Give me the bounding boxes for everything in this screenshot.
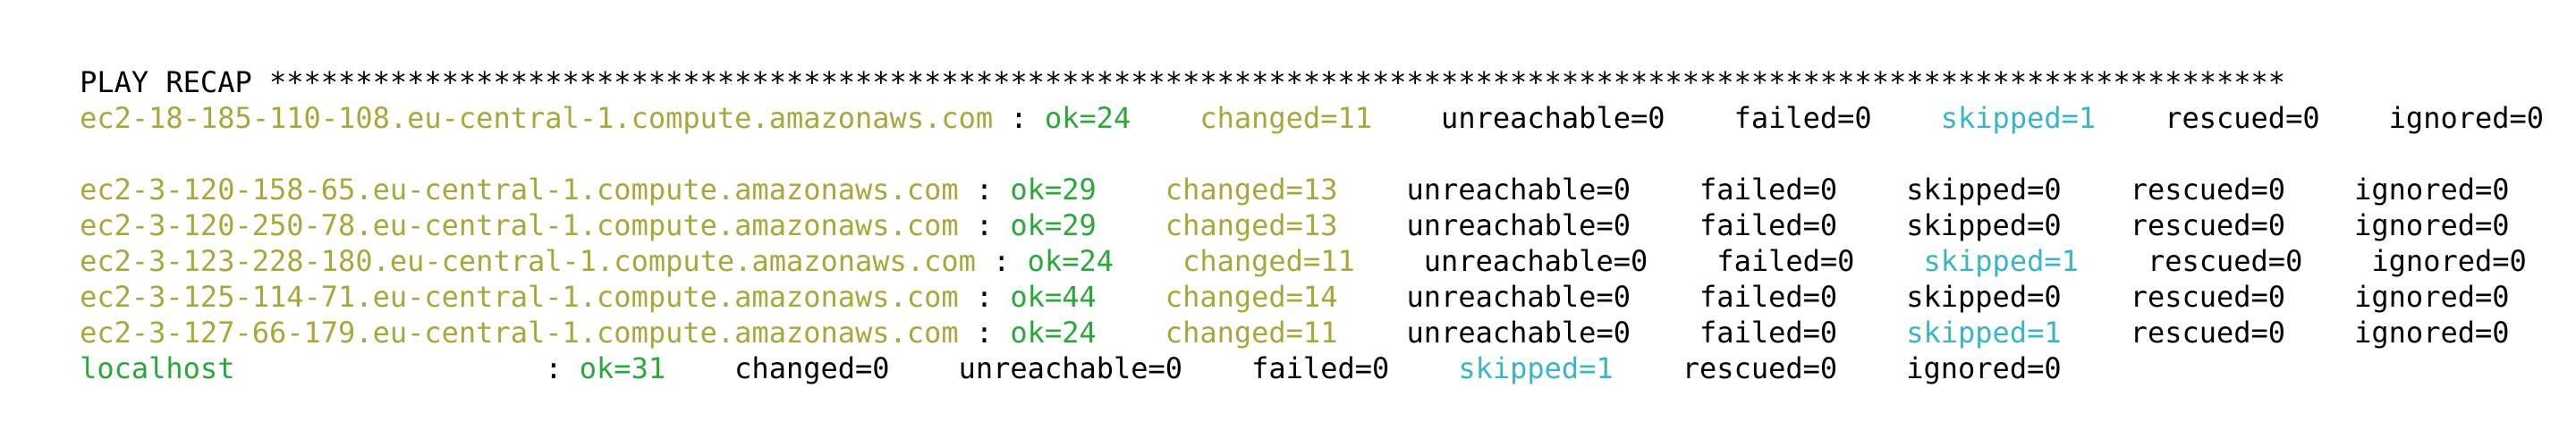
play-recap-stars: ****************************************… xyxy=(268,65,2286,99)
ok-count: ok=29 xyxy=(1010,208,1097,242)
terminal-output: PLAY RECAP *****************************… xyxy=(11,29,2545,385)
failed-count: failed=0 xyxy=(1251,351,1390,385)
rescued-count: rescued=0 xyxy=(2147,244,2303,278)
ok-count: ok=24 xyxy=(1010,316,1097,350)
recap-row: ec2-3-120-250-78.eu-central-1.compute.am… xyxy=(11,172,2509,242)
unreachable-count: unreachable=0 xyxy=(958,351,1183,385)
rescued-count: rescued=0 xyxy=(2165,101,2320,135)
ok-count: ok=31 xyxy=(579,351,666,385)
unreachable-count: unreachable=0 xyxy=(1441,101,1665,135)
recap-row: ec2-3-120-158-65.eu-central-1.compute.am… xyxy=(11,136,2509,207)
recap-row: ec2-3-127-66-179.eu-central-1.compute.am… xyxy=(11,279,2509,350)
failed-count: failed=0 xyxy=(1699,316,1838,350)
skipped-count: skipped=1 xyxy=(1923,244,2079,278)
ok-count: ok=24 xyxy=(1044,101,1131,135)
rescued-count: rescued=0 xyxy=(2130,280,2286,314)
host-name: ec2-18-185-110-108.eu-central-1.compute.… xyxy=(80,101,994,135)
ok-count: ok=44 xyxy=(1010,280,1097,314)
changed-count: changed=11 xyxy=(1165,316,1338,350)
ok-count: ok=24 xyxy=(1027,244,1114,278)
rescued-count: rescued=0 xyxy=(1682,351,1838,385)
unreachable-count: unreachable=0 xyxy=(1406,208,1631,242)
changed-count: changed=14 xyxy=(1165,280,1338,314)
changed-count: changed=11 xyxy=(1199,101,1372,135)
skipped-count: skipped=1 xyxy=(1940,101,2097,135)
ok-count: ok=29 xyxy=(1010,173,1097,207)
changed-count: changed=0 xyxy=(734,351,890,385)
ignored-count: ignored=0 xyxy=(2354,173,2510,207)
failed-count: failed=0 xyxy=(1699,208,1838,242)
host-separator: : xyxy=(993,244,1011,278)
changed-count: changed=11 xyxy=(1182,244,1355,278)
ignored-count: ignored=0 xyxy=(2354,208,2510,242)
host-name: ec2-3-127-66-179.eu-central-1.compute.am… xyxy=(80,316,959,350)
ignored-count: ignored=0 xyxy=(1906,351,2062,385)
play-recap-header: PLAY RECAP *****************************… xyxy=(11,29,2285,99)
failed-count: failed=0 xyxy=(1699,280,1838,314)
skipped-count: skipped=0 xyxy=(1906,280,2062,314)
unreachable-count: unreachable=0 xyxy=(1406,173,1631,207)
host-name: ec2-3-120-158-65.eu-central-1.compute.am… xyxy=(80,173,959,207)
skipped-count: skipped=0 xyxy=(1906,208,2062,242)
recap-row: ec2-18-185-110-108.eu-central-1.compute.… xyxy=(11,64,2544,135)
rescued-count: rescued=0 xyxy=(2130,208,2286,242)
unreachable-count: unreachable=0 xyxy=(1406,280,1631,314)
host-separator: : xyxy=(975,208,994,242)
ignored-count: ignored=0 xyxy=(2388,101,2545,135)
ignored-count: ignored=0 xyxy=(2354,316,2510,350)
host-separator: : xyxy=(975,316,994,350)
unreachable-count: unreachable=0 xyxy=(1423,244,1648,278)
changed-count: changed=13 xyxy=(1165,173,1338,207)
rescued-count: rescued=0 xyxy=(2130,173,2286,207)
failed-count: failed=0 xyxy=(1716,244,1855,278)
host-name: ec2-3-125-114-71.eu-central-1.compute.am… xyxy=(80,280,959,314)
rescued-count: rescued=0 xyxy=(2130,316,2286,350)
failed-count: failed=0 xyxy=(1699,173,1838,207)
host-name: localhost xyxy=(80,351,235,385)
host-name: ec2-3-123-228-180.eu-central-1.compute.a… xyxy=(80,244,976,278)
ignored-count: ignored=0 xyxy=(2371,244,2527,278)
host-separator: : xyxy=(975,173,994,207)
unreachable-count: unreachable=0 xyxy=(1406,316,1631,350)
host-separator: : xyxy=(1010,101,1028,135)
play-recap-title: PLAY RECAP xyxy=(80,65,252,99)
ignored-count: ignored=0 xyxy=(2354,280,2510,314)
host-separator: : xyxy=(545,351,563,385)
skipped-count: skipped=1 xyxy=(1458,351,1614,385)
failed-count: failed=0 xyxy=(1733,101,1872,135)
host-separator: : xyxy=(975,280,994,314)
changed-count: changed=13 xyxy=(1165,208,1338,242)
skipped-count: skipped=0 xyxy=(1906,173,2062,207)
skipped-count: skipped=1 xyxy=(1906,316,2062,350)
recap-row: ec2-3-125-114-71.eu-central-1.compute.am… xyxy=(11,243,2509,314)
host-name: ec2-3-120-250-78.eu-central-1.compute.am… xyxy=(80,208,959,242)
recap-row: ec2-3-123-228-180.eu-central-1.compute.a… xyxy=(11,207,2527,278)
recap-row: localhost : ok=31 changed=0 unreachable=… xyxy=(11,315,2062,385)
